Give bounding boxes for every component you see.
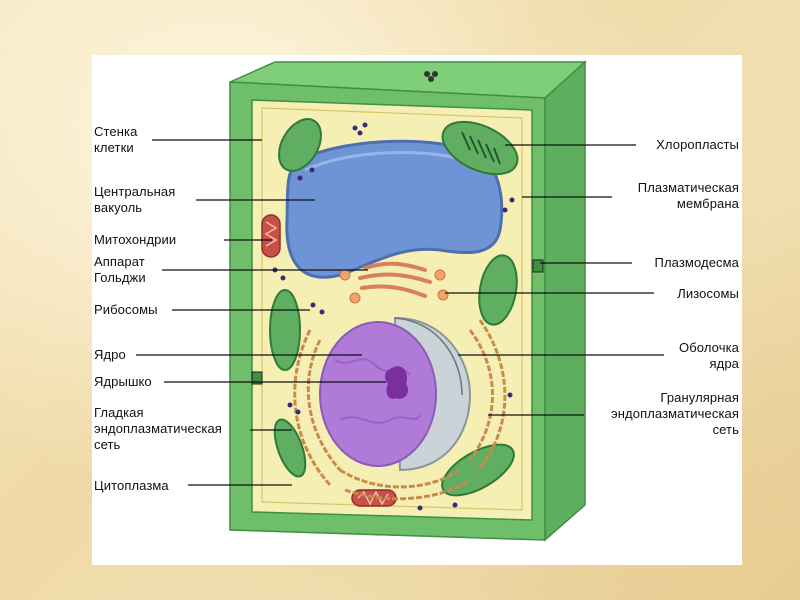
label-ribosomes: Рибосомы — [94, 302, 158, 317]
nucleolus — [385, 366, 409, 399]
label-plasmodesma: Плазмодесма — [654, 255, 739, 270]
nucleus — [319, 316, 472, 472]
label-mitochondria: Митохондрии — [94, 232, 177, 247]
label-rough-er: Гранулярная эндоплазматическая сеть — [611, 390, 739, 437]
label-nuclear-envelope: Оболочка ядра — [679, 340, 739, 371]
label-nucleus: Ядро — [94, 347, 126, 362]
plasmodesmata — [251, 259, 544, 385]
ribosomes — [272, 122, 515, 511]
rough-er — [293, 319, 507, 501]
plasmodesma-top — [424, 71, 438, 82]
label-plasma-membrane: Плазматическая мембрана — [637, 180, 739, 211]
label-smooth-er: Гладкая эндоплазматическая сеть — [94, 405, 222, 452]
label-cell-wall: Стенка клетки — [94, 124, 138, 155]
golgi-apparatus — [358, 261, 432, 298]
label-chloroplasts: Хлоропласты — [656, 137, 739, 152]
label-cytoplasm: Цитоплазма — [94, 478, 169, 493]
label-lysosomes: Лизосомы — [677, 286, 739, 301]
label-central-vacuole: Центральная вакуоль — [94, 184, 176, 215]
label-golgi: Аппарат Гольджи — [94, 254, 146, 285]
leader-lines — [136, 139, 664, 486]
label-nucleolus: Ядрышко — [94, 374, 152, 389]
